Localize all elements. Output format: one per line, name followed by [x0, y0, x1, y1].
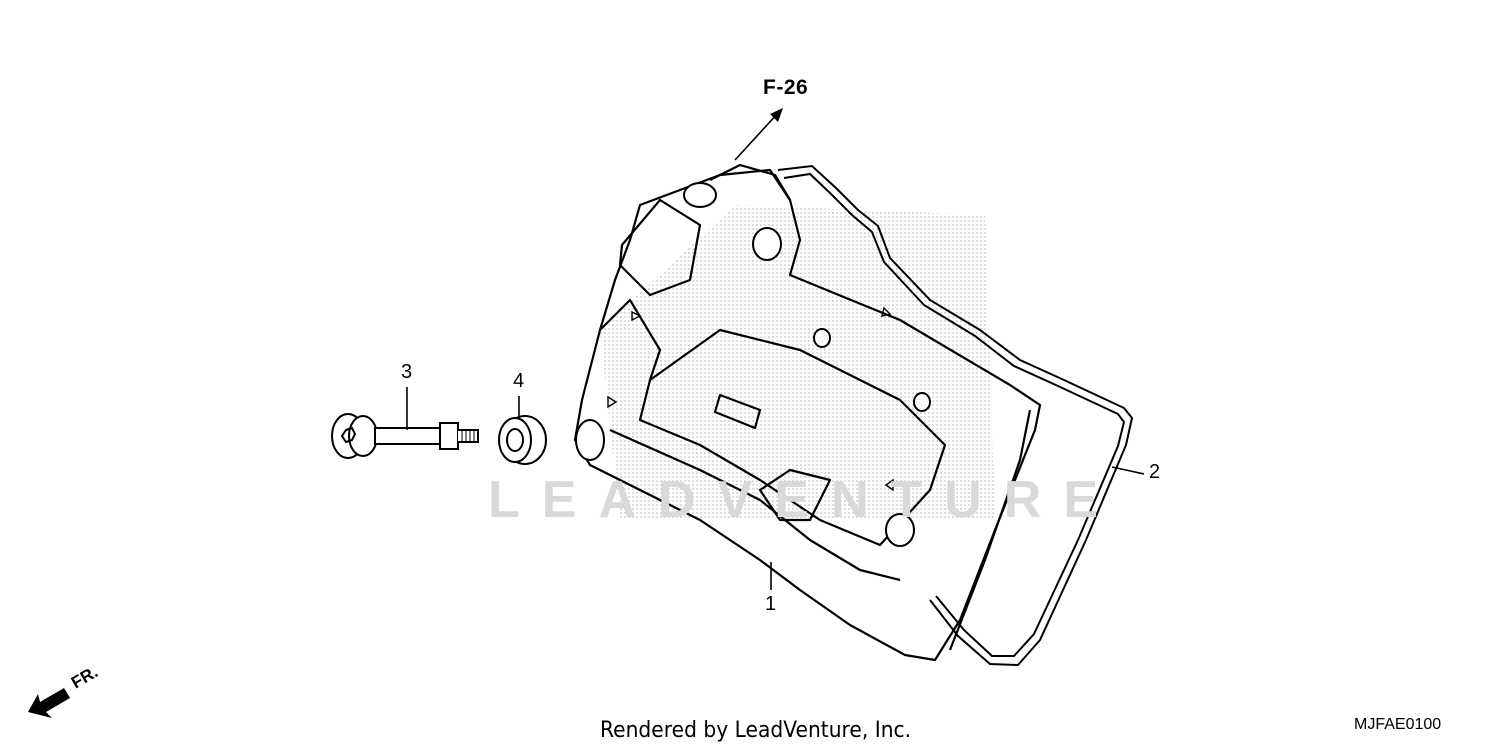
callout-3[interactable]: 3 [401, 361, 413, 383]
footer-text: Rendered by LeadVenture, Inc. [600, 718, 912, 743]
leader-lines [406, 112, 1145, 590]
direction-arrow-icon [28, 688, 70, 718]
bolt-icon [331, 413, 479, 459]
reference-label[interactable]: F-26 [763, 76, 809, 99]
washer-icon [498, 415, 547, 465]
diagram-code: MJFAE0100 [1354, 716, 1442, 733]
watermark: LEADVENTURE [488, 471, 1121, 529]
gasket-icon [777, 164, 1134, 667]
callout-2[interactable]: 2 [1149, 461, 1161, 483]
bolt-holes [575, 182, 931, 547]
reference-arrowhead [770, 108, 783, 122]
cylinder-head-cover-icon [573, 163, 1042, 662]
callout-1[interactable]: 1 [765, 593, 777, 615]
small-markers [607, 306, 894, 492]
callout-4[interactable]: 4 [513, 370, 525, 392]
stipple-shading [600, 205, 995, 520]
